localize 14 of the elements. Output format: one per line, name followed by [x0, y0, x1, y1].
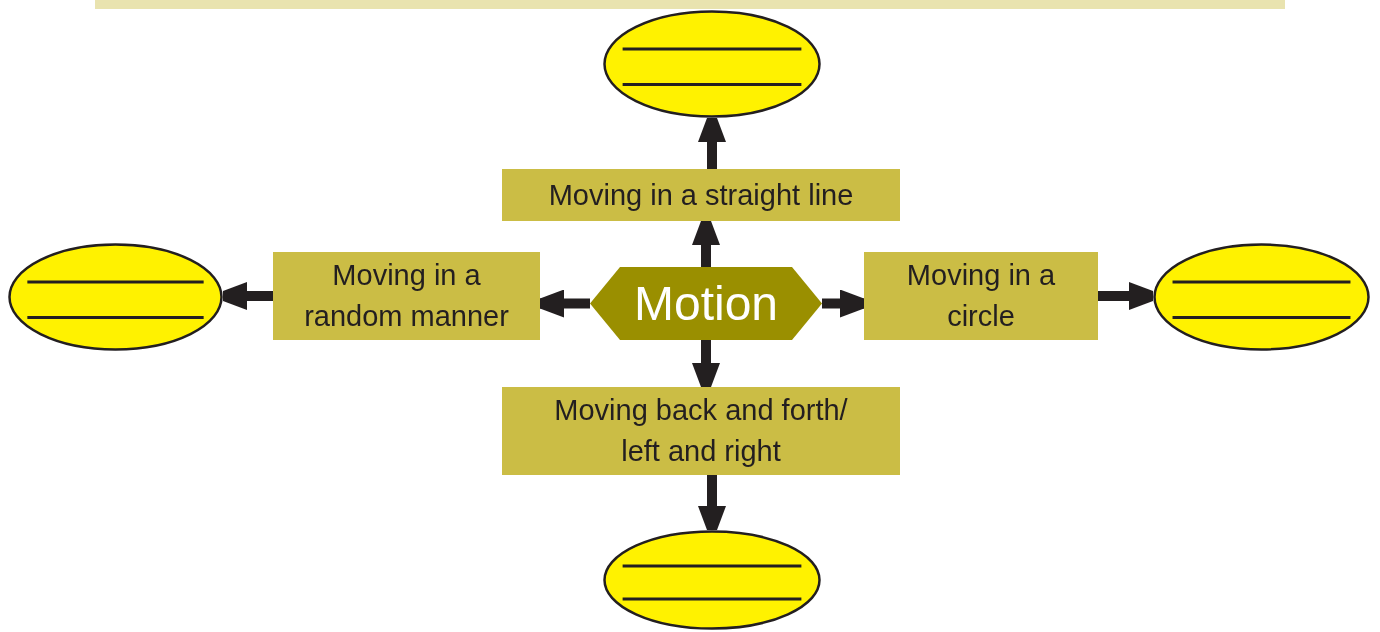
box-text: Moving in a straight line	[547, 177, 855, 213]
answer-ellipse	[1153, 243, 1370, 351]
box-text: Moving in a circle	[905, 258, 1057, 334]
box-text: Moving back and forth/ left and right	[553, 393, 849, 469]
category-box	[273, 252, 540, 340]
central-hexagon	[590, 267, 822, 340]
category-box	[502, 387, 900, 475]
category-box	[502, 169, 900, 221]
topic-title: Motion	[633, 275, 779, 332]
answer-ellipse	[603, 530, 821, 630]
answer-ellipse	[603, 10, 821, 118]
box-text: Moving in a random manner	[303, 258, 510, 334]
answer-ellipse	[8, 243, 223, 351]
category-box	[864, 252, 1098, 340]
